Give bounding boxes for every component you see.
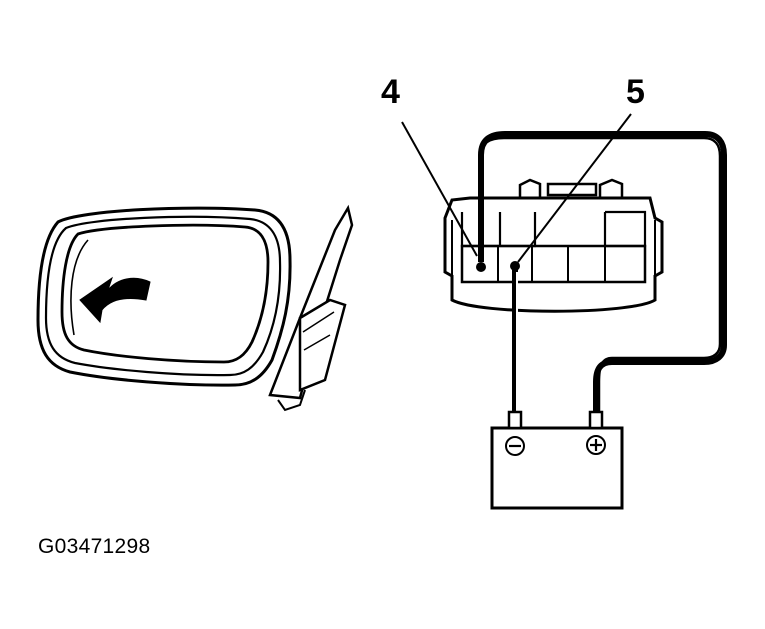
jumper-wires — [478, 131, 727, 418]
callout-pin4: 4 — [381, 73, 478, 257]
callout-label-5: 5 — [626, 73, 645, 111]
connector-illustration — [443, 178, 664, 313]
side-mirror-illustration — [36, 204, 354, 412]
figure-id-label: G03471298 — [38, 535, 151, 558]
callout-pin5: 5 — [517, 73, 645, 263]
callout-label-4: 4 — [381, 73, 400, 111]
battery-illustration — [490, 410, 624, 510]
